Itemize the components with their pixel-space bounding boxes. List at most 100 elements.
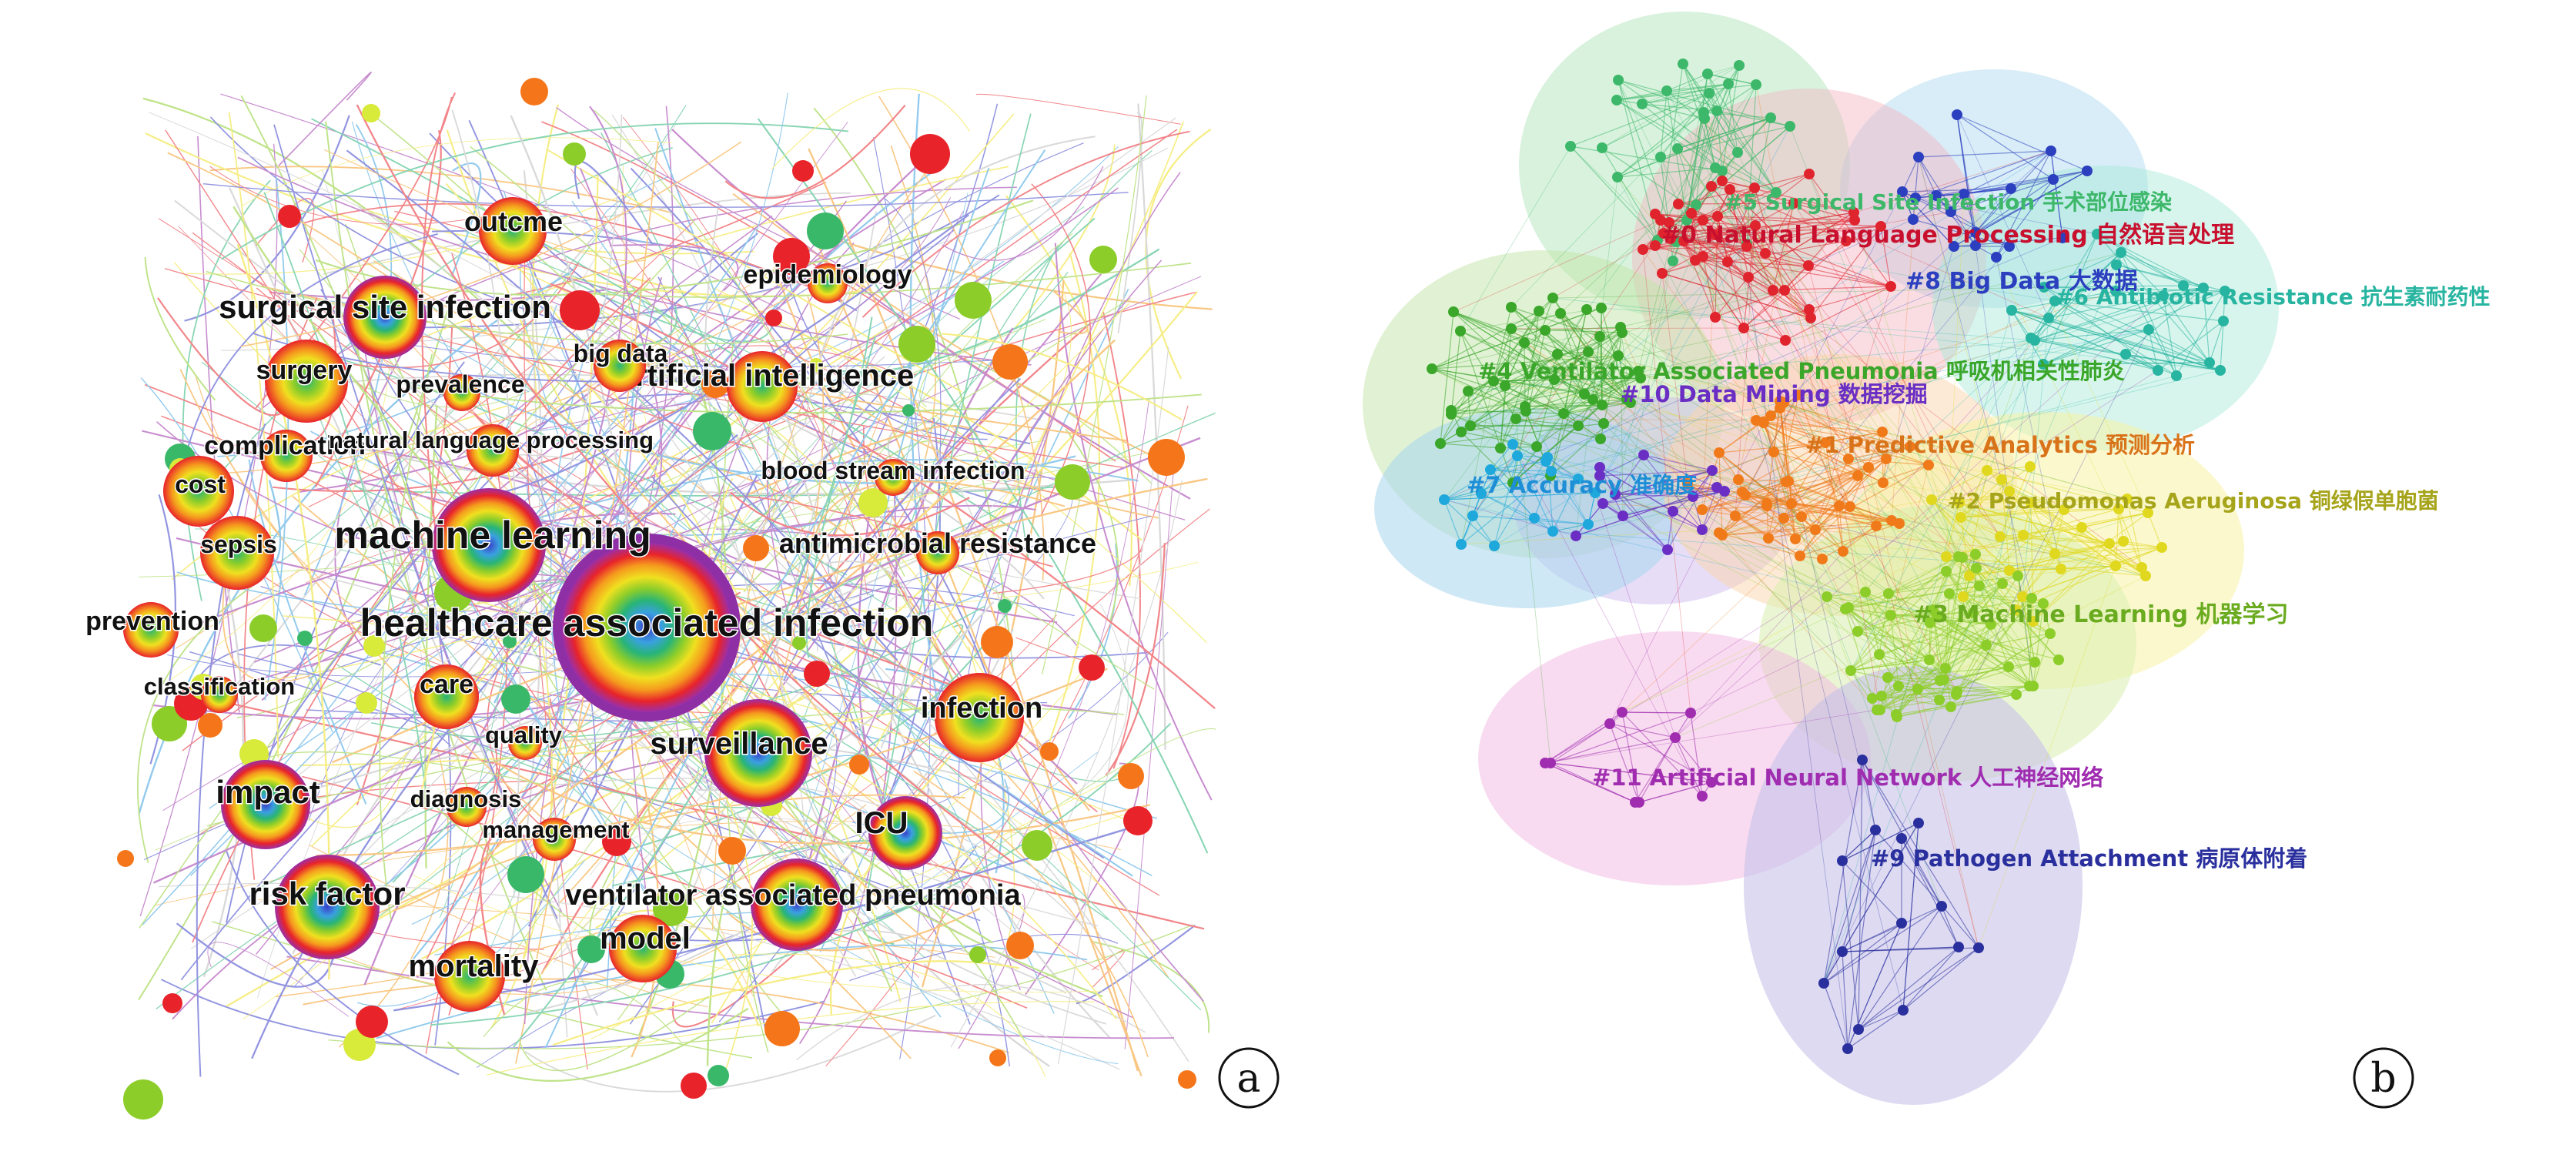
- keyword-minor-node: [249, 614, 277, 642]
- keyword-minor-node: [362, 104, 380, 122]
- keyword-label: natural language processing: [329, 427, 654, 453]
- cluster-node: [1719, 486, 1730, 497]
- keyword-minor-node: [898, 326, 935, 363]
- cluster-node: [1549, 374, 1560, 385]
- cluster-node: [1953, 942, 1964, 952]
- cluster-node: [1489, 541, 1500, 551]
- cluster-node: [1633, 366, 1644, 377]
- cluster-label: #9 Pathogen Attachment 病原体附着: [1871, 845, 2307, 872]
- panel-b-cluster-map: #5 Surgical Site Infection 手术部位感染 #0 Nat…: [1363, 12, 2491, 1109]
- keyword-minor-node: [849, 755, 869, 775]
- cluster-node: [1455, 326, 1466, 336]
- cluster-node: [1638, 244, 1648, 255]
- panel-b-letter: b: [2370, 1056, 2396, 1102]
- cluster-node: [2010, 604, 2021, 615]
- cluster-node: [2006, 183, 2016, 194]
- cluster-node: [1796, 511, 1807, 522]
- cluster-node: [1547, 293, 1558, 303]
- cluster-node: [1678, 59, 1688, 69]
- cluster-node: [2143, 324, 2154, 335]
- cluster-node: [2048, 174, 2059, 185]
- cluster-node: [1545, 758, 1556, 768]
- cluster-node: [1476, 488, 1487, 499]
- cluster-node: [1661, 85, 1672, 96]
- keyword-node: model: [599, 915, 691, 982]
- keyword-minor-node: [123, 1079, 163, 1120]
- cluster-node: [1597, 142, 1607, 153]
- cluster-node: [1805, 313, 1816, 323]
- cluster-node: [1722, 256, 1733, 267]
- cluster-node: [1565, 141, 1576, 152]
- cluster-node: [2056, 564, 2066, 574]
- keyword-label: impact: [216, 774, 319, 810]
- cluster-node: [1878, 477, 1889, 488]
- cluster-node: [2143, 507, 2153, 518]
- cluster-node: [2045, 628, 2056, 639]
- cluster-node: [1435, 438, 1446, 449]
- cluster-node: [2122, 494, 2133, 504]
- cluster-node: [1595, 433, 1606, 444]
- cluster-node: [1898, 1005, 1909, 1016]
- cluster-node: [1894, 518, 1905, 529]
- cluster-label: #8 Big Data 大数据: [1905, 268, 2138, 295]
- cluster-node: [1704, 88, 1715, 99]
- cluster-node: [1896, 833, 1907, 844]
- keyword-minor-node: [764, 1011, 800, 1046]
- cluster-node: [1465, 420, 1476, 431]
- keyword-minor-node: [809, 358, 823, 372]
- cluster-node: [1710, 312, 1721, 323]
- cluster-node: [2076, 522, 2087, 533]
- cluster-node: [1803, 260, 1814, 271]
- cluster-node: [2011, 689, 2022, 700]
- cluster-node: [1986, 619, 1996, 630]
- cluster-node: [1741, 241, 1752, 252]
- cluster-node: [1711, 105, 1722, 116]
- cluster-node: [1913, 818, 1924, 828]
- cluster-node: [1590, 487, 1601, 498]
- cluster-node: [1587, 394, 1598, 405]
- cluster-node: [2136, 562, 2147, 573]
- cluster-node: [1714, 447, 1725, 458]
- keyword-minor-node: [356, 692, 377, 714]
- cluster-node: [1506, 302, 1517, 313]
- cluster-node: [1546, 466, 1557, 477]
- cluster-node: [1540, 325, 1551, 336]
- cluster-node: [1970, 549, 1981, 560]
- cluster-node: [1597, 400, 1607, 410]
- keyword-minor-node: [1040, 742, 1059, 761]
- cluster-node: [1924, 654, 1935, 665]
- cluster-node: [1881, 453, 1892, 464]
- cluster-node: [1650, 240, 1661, 251]
- cluster-node: [2026, 333, 2036, 343]
- keyword-minor-node: [1089, 246, 1117, 273]
- keyword-label: antimicrobial resistance: [779, 527, 1096, 559]
- cluster-node: [1613, 75, 1624, 85]
- cluster-node: [1583, 346, 1594, 357]
- keyword-minor-node: [701, 370, 729, 398]
- cluster-node: [2113, 504, 2124, 514]
- cluster-node: [1945, 206, 1956, 217]
- cluster-node: [1838, 546, 1848, 557]
- cluster-node: [1541, 456, 1551, 467]
- keyword-label: quality: [485, 721, 563, 748]
- cluster-node: [1964, 571, 1975, 581]
- keyword-node: ventilator associated pneumonia: [564, 858, 1022, 951]
- cluster-node: [2218, 316, 2229, 326]
- cluster-node: [1598, 418, 1609, 429]
- cluster-node: [1730, 510, 1741, 521]
- panel-a-label: a: [1218, 1047, 1280, 1109]
- cluster-node: [1463, 386, 1474, 397]
- cluster-node: [1804, 304, 1815, 315]
- keyword-label: sepsis: [200, 530, 277, 558]
- cluster-node: [2017, 591, 2028, 602]
- keyword-minor-node: [507, 856, 544, 893]
- keyword-label: machine learning: [334, 514, 651, 557]
- cluster-node: [1912, 684, 1923, 694]
- cluster-node: [1732, 147, 1743, 158]
- keyword-minor-node: [992, 344, 1028, 380]
- cluster-node: [1973, 942, 1984, 953]
- cluster-node: [1761, 498, 1772, 509]
- keyword-minor-node: [297, 631, 313, 646]
- keyword-label: artificial intelligence: [618, 359, 915, 393]
- cluster-node: [1510, 413, 1521, 424]
